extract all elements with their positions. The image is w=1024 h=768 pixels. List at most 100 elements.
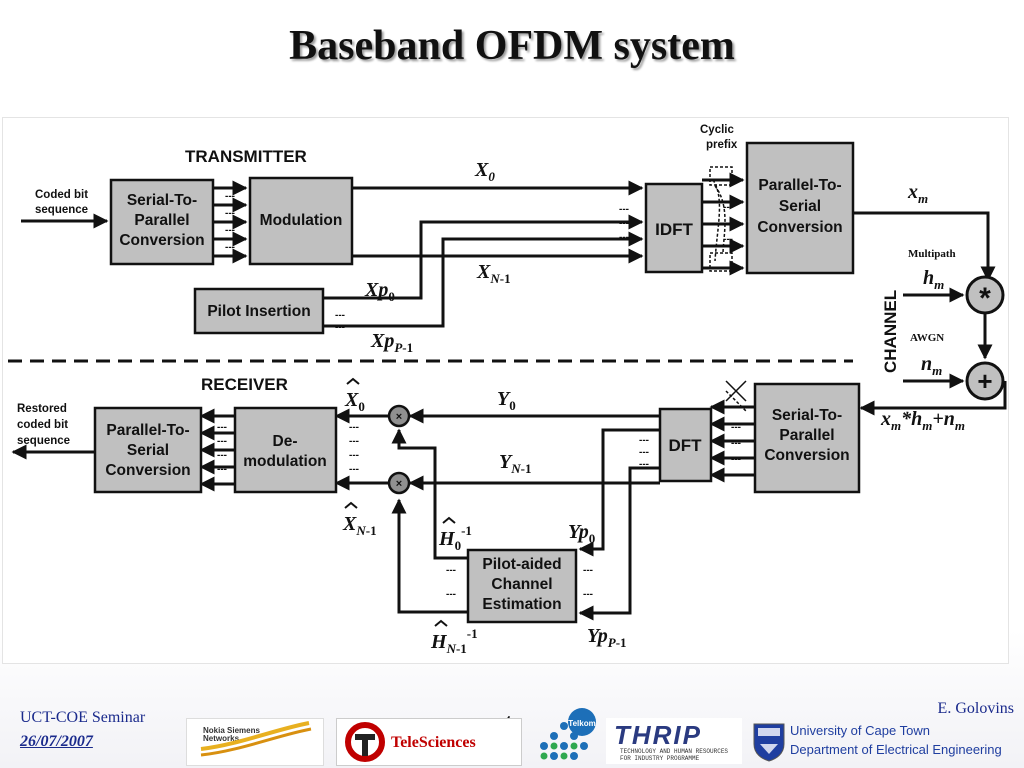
uct-name: University of Cape Town xyxy=(790,723,930,738)
signal-ypp1: YpP-1 xyxy=(587,625,627,650)
slide-title: Baseband OFDM system xyxy=(289,23,735,69)
signal-xhat0: X0 xyxy=(344,389,365,414)
demod-line1: De- xyxy=(273,433,298,450)
svg-text:*: * xyxy=(979,282,991,315)
stream-dashes: --- xyxy=(349,464,359,475)
stream-dashes: --- xyxy=(619,232,629,243)
stream-dashes: --- xyxy=(349,422,359,433)
receiver-label: RECEIVER xyxy=(201,375,288,394)
stream-dashes: --- xyxy=(225,208,235,219)
svg-text:×: × xyxy=(396,478,402,490)
telkom-text: Telkom xyxy=(568,719,595,728)
stream-dashes: --- xyxy=(639,459,649,470)
stream-dashes: --- xyxy=(446,589,456,600)
tx-sp-line1: Serial-To- xyxy=(127,192,197,209)
rx-ps-line1: Parallel-To- xyxy=(106,422,189,439)
stream-dashes: --- xyxy=(217,464,227,475)
rx-sp-line3: Conversion xyxy=(764,447,849,464)
rx-sp-line1: Serial-To- xyxy=(772,407,842,424)
signal-received: xm*hm+nm xyxy=(880,408,965,433)
equalizer-multiplier-0: × xyxy=(387,404,411,428)
stream-dashes: --- xyxy=(723,218,733,229)
multiply-node: * xyxy=(965,275,1005,315)
ofdm-block-diagram: Serial-To- Parallel Conversion Modulatio… xyxy=(2,117,1009,664)
uct-logo: University of Cape Town Department of El… xyxy=(746,720,1024,764)
rx-serial-to-parallel-block xyxy=(753,382,861,494)
restored-line1: Restored xyxy=(17,403,67,415)
signal-xn1: XN-1 xyxy=(476,261,511,286)
footer-seminar: UCT-COE Seminar 26/07/2007 xyxy=(20,706,145,754)
signal-yn1: YN-1 xyxy=(499,451,531,476)
stream-dashes: --- xyxy=(225,242,235,253)
signal-hm: hm xyxy=(923,267,944,292)
signal-nm: nm xyxy=(921,353,942,378)
rx-ps-line2: Serial xyxy=(127,442,169,459)
stream-dashes: --- xyxy=(639,447,649,458)
modulation-block xyxy=(248,176,354,266)
rx-sp-line2: Parallel xyxy=(779,427,834,444)
stream-dashes: --- xyxy=(731,422,741,433)
multipath-label: Multipath xyxy=(908,248,956,260)
add-node: + xyxy=(965,361,1005,401)
stream-dashes: --- xyxy=(723,234,733,245)
stream-dashes: --- xyxy=(639,435,649,446)
tx-ps-line2: Serial xyxy=(779,198,821,215)
signal-x0: X0 xyxy=(474,159,495,184)
signal-y0: Y0 xyxy=(497,388,516,413)
telesciences-logo: TeleSciences xyxy=(336,718,522,766)
stream-dashes: --- xyxy=(217,450,227,461)
estimation-line3: Estimation xyxy=(482,596,561,613)
cyclic-prefix-line2: prefix xyxy=(706,139,738,151)
nokia-siemens-logo: Nokia Siemens Networks xyxy=(186,718,324,766)
seminar-date: 26/07/2007 xyxy=(20,733,93,750)
stream-dashes: --- xyxy=(217,436,227,447)
stream-dashes: --- xyxy=(619,218,629,229)
signal-xhatn1: XN-1 xyxy=(342,513,377,538)
tx-sp-line2: Parallel xyxy=(134,212,189,229)
awgn-label: AWGN xyxy=(910,332,944,344)
restored-line2: coded bit xyxy=(17,419,68,431)
pilot-insertion-label: Pilot Insertion xyxy=(207,303,310,320)
thrip-name: THRIP xyxy=(614,720,702,750)
equalizer-multiplier-n1: × xyxy=(387,471,411,495)
dft-label: DFT xyxy=(668,436,702,455)
nsn-logo-text: Nokia Siemens Networks xyxy=(203,726,260,743)
stream-dashes: --- xyxy=(335,310,345,321)
tx-parallel-to-serial-block xyxy=(745,141,855,275)
cp-removal-marker xyxy=(725,380,747,412)
tx-serial-to-parallel-block xyxy=(109,178,215,266)
stream-dashes: --- xyxy=(731,438,741,449)
signal-xpp1: XpP-1 xyxy=(370,330,413,355)
channel-label: CHANNEL xyxy=(881,290,900,373)
stream-dashes: --- xyxy=(225,225,235,236)
uct-crest-icon xyxy=(753,723,785,762)
seminar-name: UCT-COE Seminar xyxy=(20,709,146,726)
cyclic-prefix-marker xyxy=(709,166,733,272)
signal-xm: xm xyxy=(907,181,928,206)
signal-hhat0: H0-1 xyxy=(438,523,472,553)
demodulation-block xyxy=(233,406,338,494)
svg-text:+: + xyxy=(977,366,992,396)
telkom-logo: Telkom xyxy=(540,708,596,760)
thrip-logo: THRIP TECHNOLOGY AND HUMAN RESOURCES FOR… xyxy=(606,718,742,764)
stream-dashes: --- xyxy=(446,565,456,576)
demod-line2: modulation xyxy=(243,453,327,470)
coded-input-line2: sequence xyxy=(35,204,88,216)
channel-estimation-block xyxy=(466,548,578,624)
coded-input-line1: Coded bit xyxy=(35,189,88,201)
telesciences-emblem xyxy=(345,722,385,762)
stream-dashes: --- xyxy=(583,565,593,576)
signal-hhatn1: HN-1-1 xyxy=(430,626,478,656)
idft-block xyxy=(644,182,704,274)
estimation-line1: Pilot-aided xyxy=(482,556,561,573)
pilot-insertion-block xyxy=(193,287,325,335)
idft-label: IDFT xyxy=(655,220,693,239)
estimation-line2: Channel xyxy=(491,576,552,593)
tx-ps-line3: Conversion xyxy=(757,219,842,236)
stream-dashes: --- xyxy=(723,202,733,213)
tx-ps-line1: Parallel-To- xyxy=(758,177,841,194)
stream-dashes: --- xyxy=(217,422,227,433)
cyclic-prefix-line1: Cyclic xyxy=(700,124,734,136)
stream-dashes: --- xyxy=(731,454,741,465)
signal-xp0: Xp0 xyxy=(364,279,395,304)
